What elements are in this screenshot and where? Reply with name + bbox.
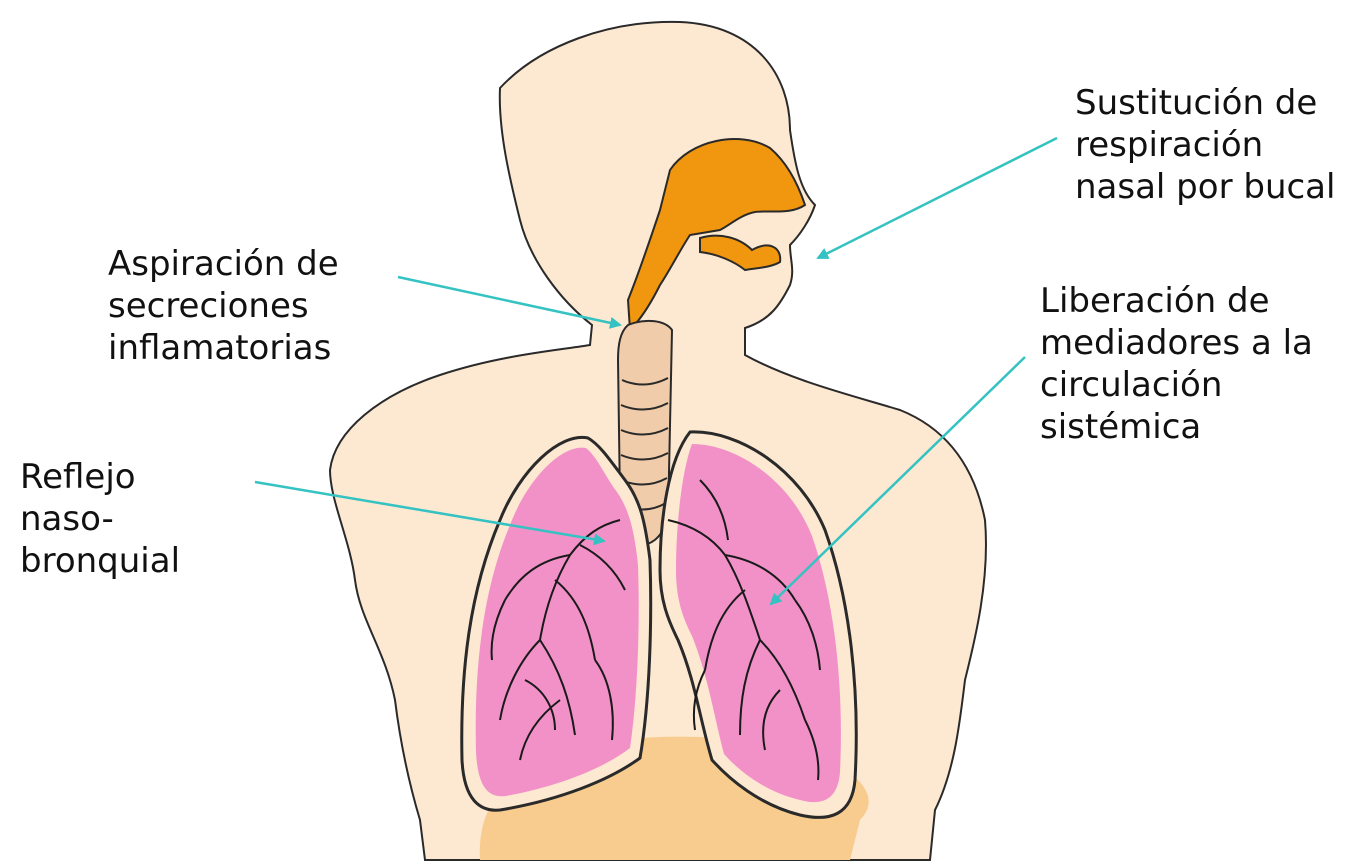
label-line: respiración xyxy=(1075,124,1335,166)
label-line: bronquial xyxy=(20,540,180,582)
label-line: circulación xyxy=(1040,364,1313,406)
label-line: Aspiración de xyxy=(108,243,339,285)
label-reflejo-nasobronquial: Reflejo naso- bronquial xyxy=(20,456,180,582)
label-line: inflamatorias xyxy=(108,327,339,369)
label-aspiracion-secreciones: Aspiración de secreciones inflamatorias xyxy=(108,243,339,369)
label-line: sistémica xyxy=(1040,406,1313,448)
label-liberacion-mediadores: Liberación de mediadores a la circulació… xyxy=(1040,280,1313,448)
label-line: Liberación de xyxy=(1040,280,1313,322)
label-line: Sustitución de xyxy=(1075,82,1335,124)
label-line: naso- xyxy=(20,498,180,540)
arrow-icon xyxy=(818,138,1057,258)
label-line: secreciones xyxy=(108,285,339,327)
label-sustitucion-respiracion: Sustitución de respiración nasal por buc… xyxy=(1075,82,1335,208)
label-line: mediadores a la xyxy=(1040,322,1313,364)
label-line: Reflejo xyxy=(20,456,180,498)
label-line: nasal por bucal xyxy=(1075,166,1335,208)
